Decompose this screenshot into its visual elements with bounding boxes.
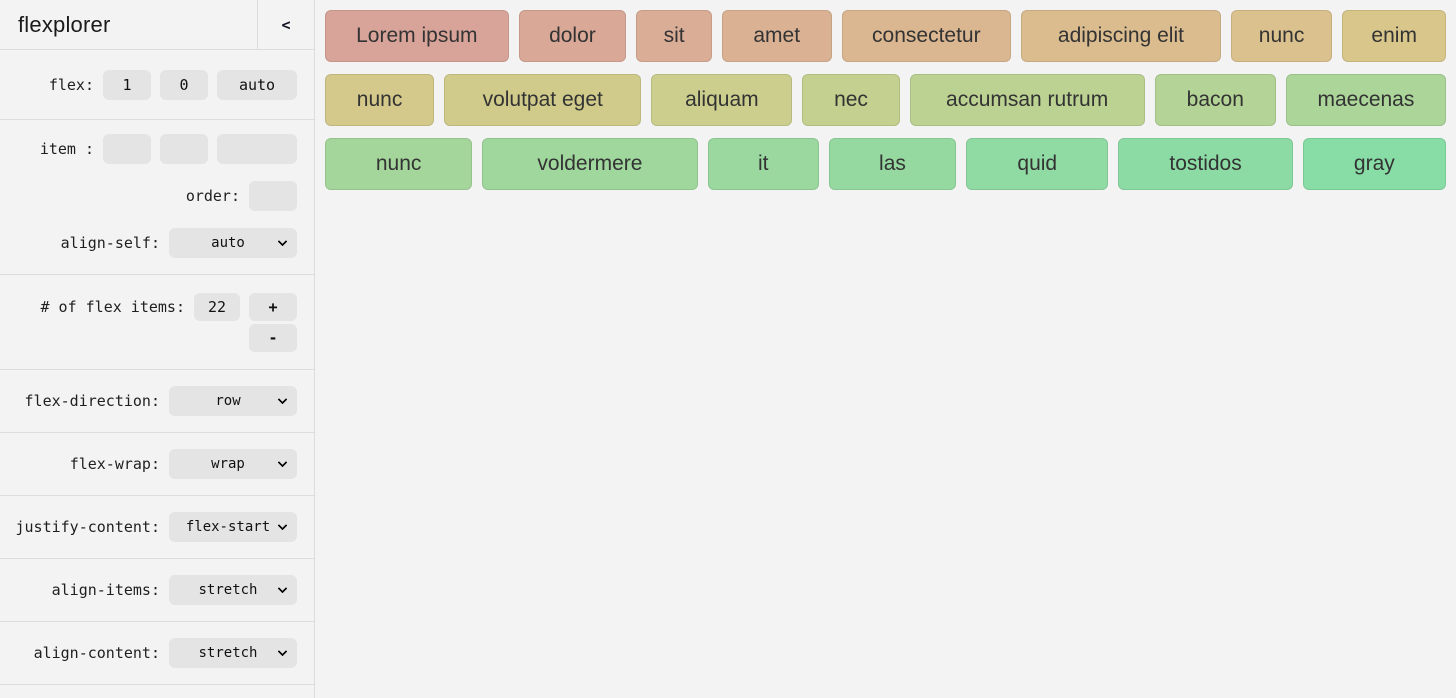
item-flex-grow-input[interactable] [103,134,151,164]
sidebar-header: flexplorer < [0,0,314,50]
order-input[interactable] [249,181,297,211]
flex-direction-group: flex-direction: row [0,370,314,433]
flex-item: nec [802,74,900,126]
align-items-group: align-items: stretch [0,559,314,622]
flex-grow-input[interactable] [103,69,151,100]
align-content-label: align-content: [33,644,160,662]
decrement-items-button[interactable]: - [249,324,297,352]
flex-item: gray [1302,138,1446,190]
flex-wrap-select[interactable]: wrap [169,449,297,479]
justify-content-label: justify-content: [15,518,161,536]
flex-item: quid [966,138,1109,190]
flex-item: volutpat eget [444,74,642,126]
flex-item: accumsan rutrum [909,74,1145,126]
item-flex-shrink-input[interactable] [160,134,208,164]
align-items-select[interactable]: stretch [169,575,297,605]
flex-label: flex: [48,75,94,94]
flex-direction-select[interactable]: row [169,386,297,416]
flex-wrap-label: flex-wrap: [69,455,160,473]
flex-item: nunc [325,138,473,190]
item-flex-basis-input[interactable] [217,134,297,164]
item-count-group: # of flex items: + - [0,275,314,370]
align-self-value: auto [211,235,245,251]
flex-item: voldermere [482,138,698,190]
flex-shorthand-group: flex: [0,50,314,120]
flex-item: enim [1342,10,1446,62]
flex-shrink-input[interactable] [160,69,208,100]
sidebar: flexplorer < flex: item : order: [0,0,315,698]
flex-basis-input[interactable] [217,69,297,100]
flex-item: amet [721,10,832,62]
collapse-sidebar-button[interactable]: < [257,0,314,49]
flex-item: nunc [1230,10,1333,62]
flex-item: dolor [518,10,627,62]
increment-items-button[interactable]: + [249,293,297,321]
app-title: flexplorer [18,12,111,37]
align-items-value: stretch [198,582,258,598]
align-content-select[interactable]: stretch [169,638,297,668]
justify-content-select[interactable]: flex-start [169,512,297,542]
item-label: item : [39,140,94,158]
flex-wrap-value: wrap [211,456,245,472]
flex-item: tostidos [1118,138,1293,190]
flex-item: bacon [1154,74,1276,126]
flex-wrap-group: flex-wrap: wrap [0,433,314,496]
item-count-label: # of flex items: [40,298,186,316]
align-self-label: align-self: [60,234,160,252]
justify-content-value: flex-start [185,519,271,535]
flex-item: aliquam [651,74,793,126]
order-label: order: [185,187,240,205]
item-count-stepper: + - [249,293,297,352]
flex-item: it [707,138,819,190]
flex-item: nunc [325,74,435,126]
align-content-group: align-content: stretch [0,622,314,685]
justify-content-group: justify-content: flex-start [0,496,314,559]
flex-item: adipiscing elit [1021,10,1221,62]
flex-item: sit [636,10,712,62]
flex-item: maecenas [1285,74,1446,126]
flex-direction-value: row [215,393,241,409]
align-content-value: stretch [198,645,258,661]
item-count-input[interactable] [194,293,240,321]
flex-item: las [828,138,957,190]
flex-item: Lorem ipsum [325,10,509,62]
align-self-select[interactable]: auto [169,228,297,258]
align-items-label: align-items: [51,581,160,599]
item-overrides-group: item : order: align-self: auto [0,120,314,275]
flex-direction-label: flex-direction: [24,392,160,410]
flex-item: consectetur [841,10,1012,62]
